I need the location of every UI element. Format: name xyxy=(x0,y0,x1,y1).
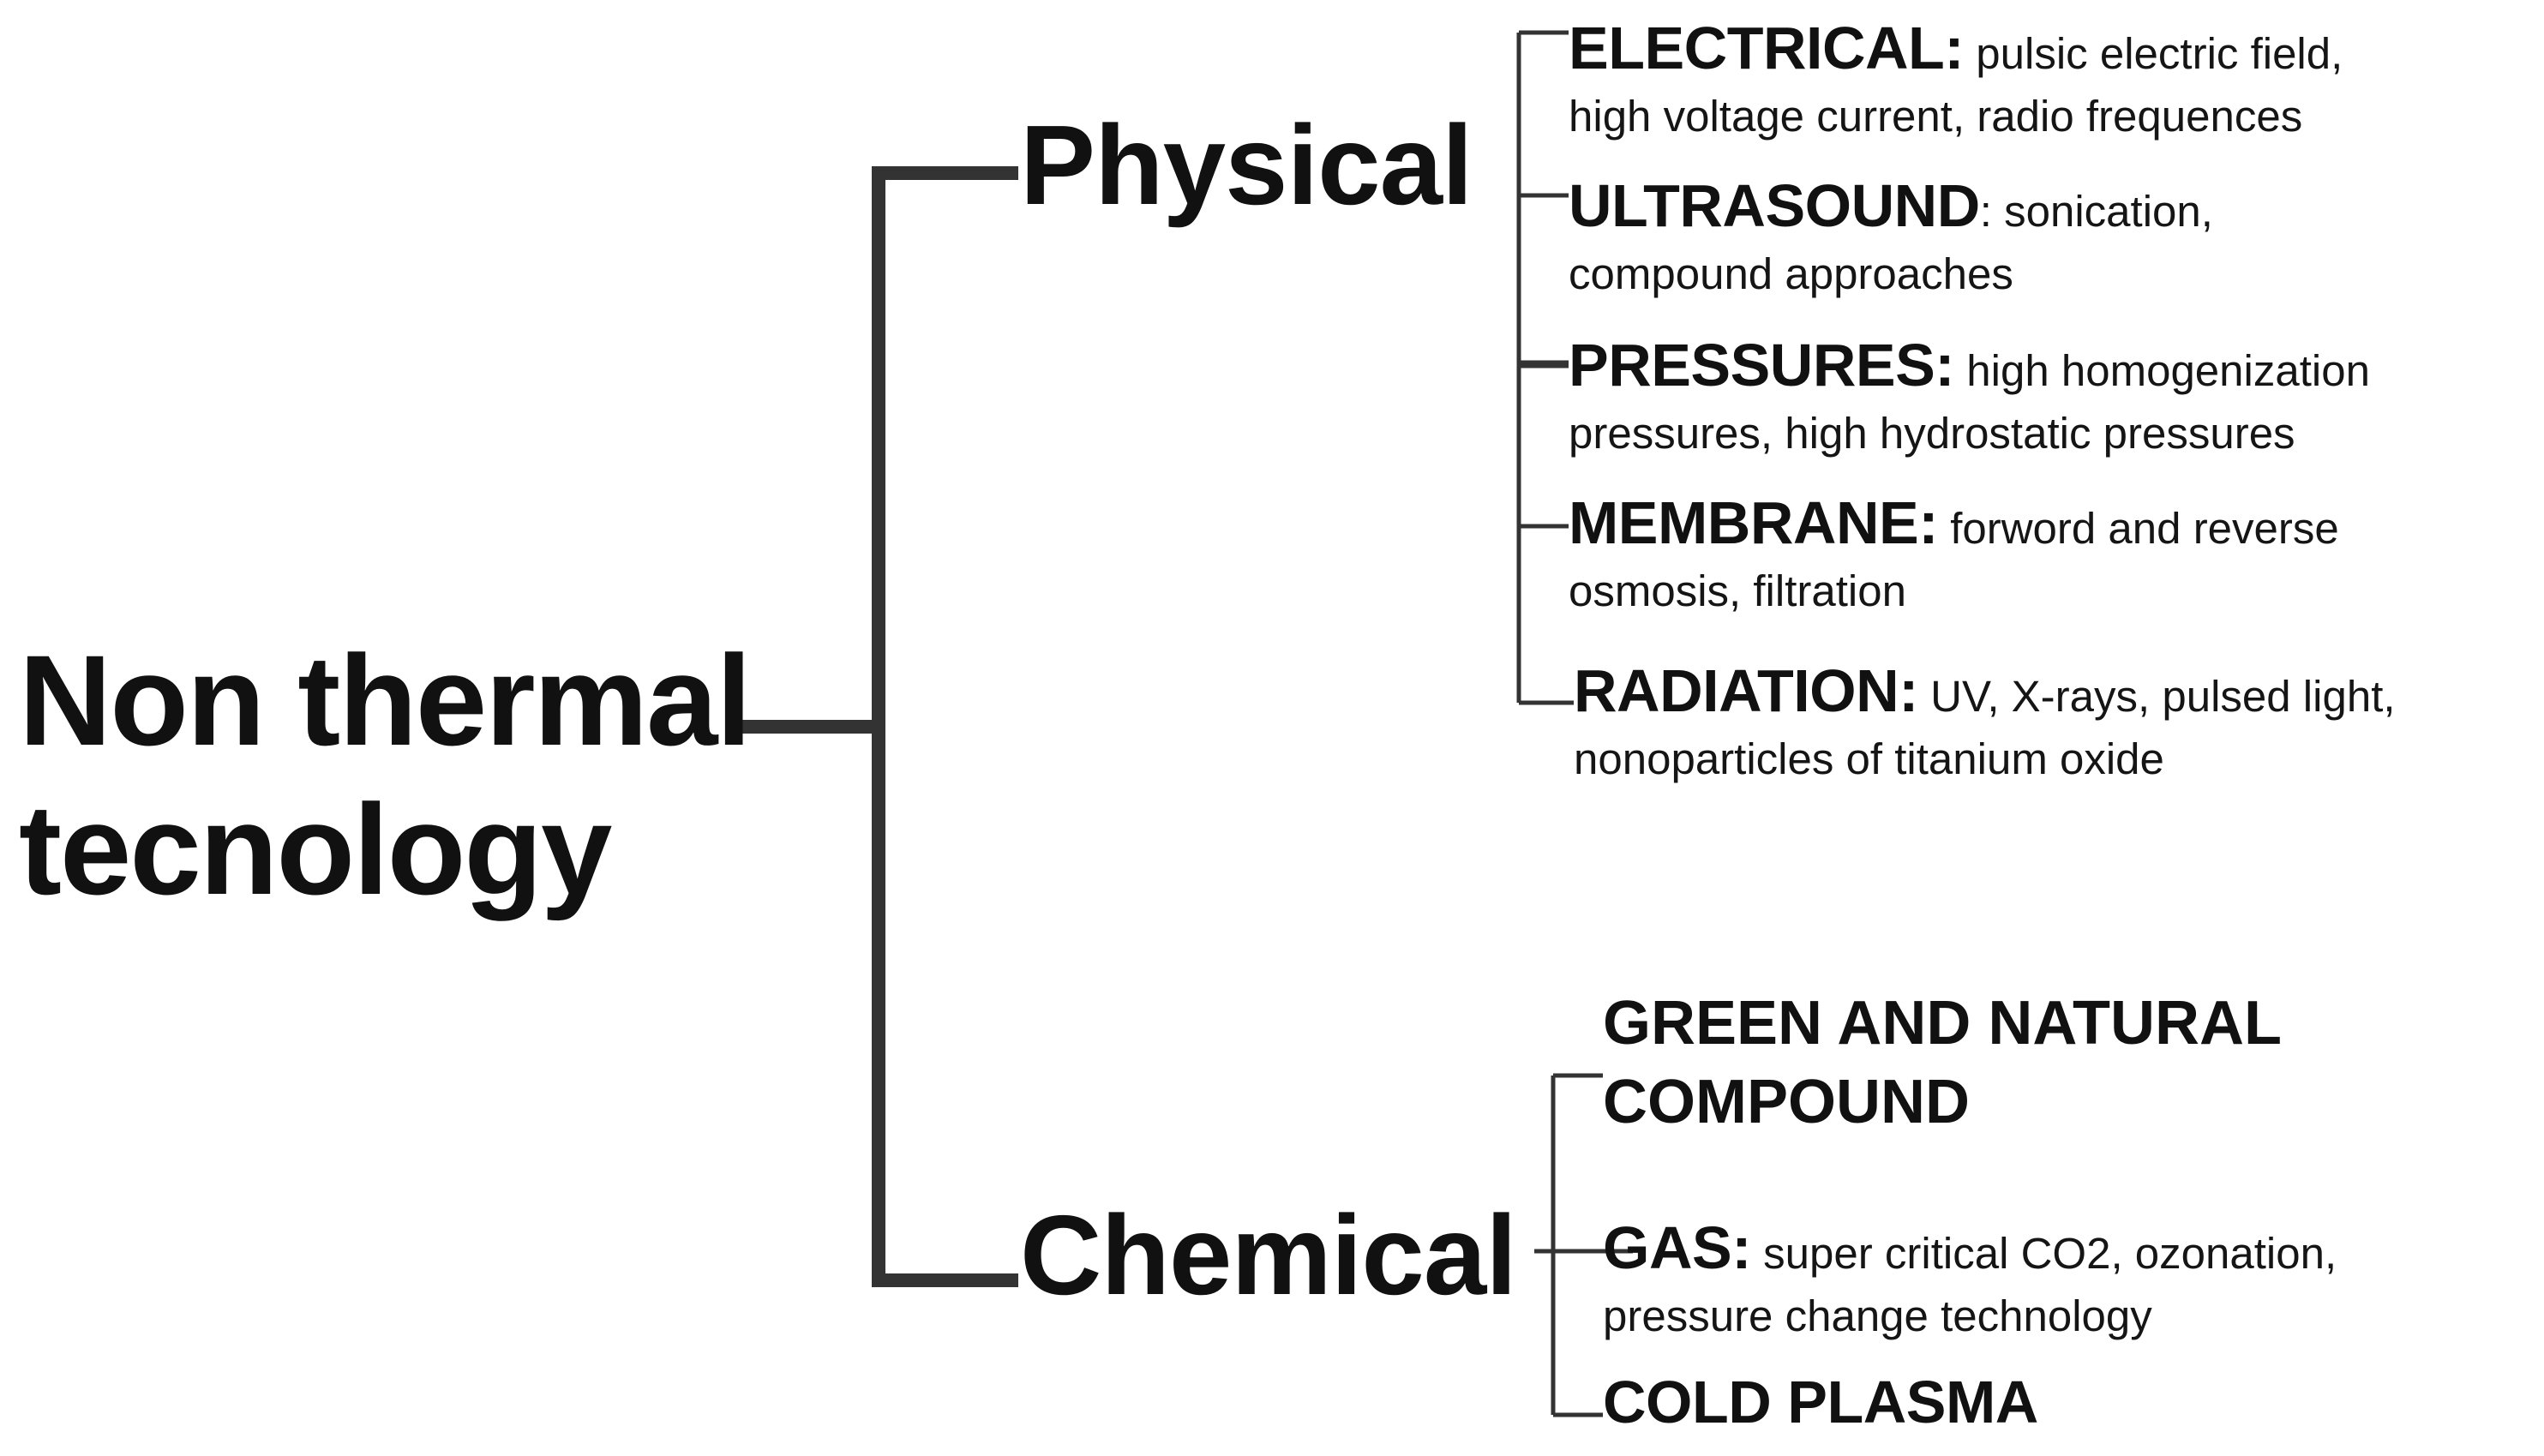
leaf-detail: : sonication, compound approaches xyxy=(1569,187,2213,298)
leaf-heading: MEMBRANE: xyxy=(1569,489,1939,556)
leaf-electrical: ELECTRICAL: pulsic electric field, high … xyxy=(1569,17,2426,147)
leaf-detail: super critical CO2, ozonation, pressure … xyxy=(1603,1229,2337,1340)
physical-bracket xyxy=(1516,30,1574,705)
leaf-detail: UV, X-rays, pulsed light, nonoparticles … xyxy=(1574,672,2396,783)
leaf-cold-plasma: COLD PLASMA xyxy=(1603,1371,2460,1439)
leaf-detail: pulsic electric field, high voltage curr… xyxy=(1569,29,2343,141)
physical-branch-label: Physical xyxy=(1020,102,1473,228)
leaf-green-natural-compound: GREEN AND NATURAL COMPOUND xyxy=(1603,984,2374,1141)
root-title-line-1: Non thermal xyxy=(19,628,752,772)
leaf-heading: COLD PLASMA xyxy=(1603,1369,2038,1435)
leaf-pressures: PRESSURES: high homogenization pressures… xyxy=(1569,334,2426,464)
root-node-title: Non thermal tecnology xyxy=(19,626,756,924)
chemical-bracket xyxy=(1534,1073,1633,1417)
leaf-detail: forword and reverse osmosis, filtration xyxy=(1569,504,2339,615)
leaf-detail: high homogenization pressures, high hydr… xyxy=(1569,346,2370,458)
chemical-branch-label: Chemical xyxy=(1020,1192,1517,1318)
leaf-heading: ULTRASOUND xyxy=(1569,172,1980,239)
leaf-heading: PRESSURES: xyxy=(1569,332,1955,398)
leaf-radiation: RADIATION: UV, X-rays, pulsed light, non… xyxy=(1574,660,2431,790)
leaf-heading: GREEN AND NATURAL COMPOUND xyxy=(1603,989,2281,1136)
leaf-gas: GAS: super critical CO2, ozonation, pres… xyxy=(1603,1217,2460,1347)
leaf-membrane: MEMBRANE: forword and reverse osmosis, f… xyxy=(1569,492,2426,622)
leaf-heading: RADIATION: xyxy=(1574,657,1918,724)
leaf-heading: ELECTRICAL: xyxy=(1569,15,1965,81)
leaf-ultrasound: ULTRASOUND: sonication, compound approac… xyxy=(1569,175,2426,305)
main-bracket xyxy=(735,166,1018,1287)
root-title-line-2: tecnology xyxy=(19,777,612,921)
leaf-heading: GAS: xyxy=(1603,1214,1752,1281)
